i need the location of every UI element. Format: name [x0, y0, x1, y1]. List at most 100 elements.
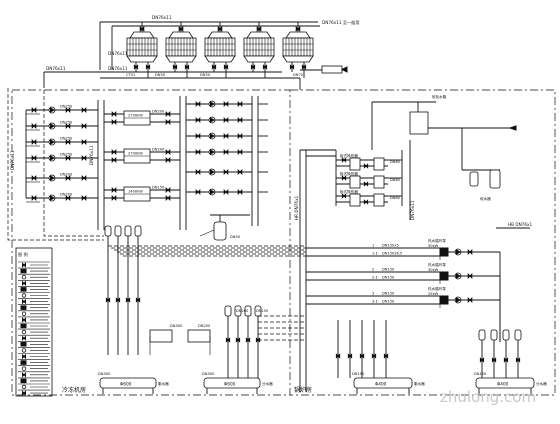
- valve-icon: [111, 186, 117, 194]
- valve-icon: [237, 116, 243, 124]
- valve-icon: [515, 357, 521, 363]
- left-pipe-tag: DN200: [60, 193, 73, 197]
- valve-icon: [115, 297, 121, 303]
- drop-meter-icon: [514, 329, 522, 341]
- boiler-return-drop-2: [490, 329, 498, 378]
- valve-icon: [223, 188, 229, 196]
- bypass-tag-4: DN150: [256, 309, 269, 313]
- valve-icon: [172, 64, 178, 70]
- valve-icon: [65, 154, 71, 162]
- header-body: [99, 377, 157, 389]
- valve-icon: [223, 116, 229, 124]
- circuit-code: 3-1: [372, 300, 378, 304]
- left-pipe-tag: DN200: [60, 173, 73, 177]
- supply-drop-4: [134, 225, 142, 355]
- valve-icon: [178, 25, 184, 33]
- valve-icon: [105, 297, 111, 303]
- valve-icon: [81, 194, 87, 202]
- valve-icon: [195, 188, 201, 196]
- tower-fan-icon: [129, 31, 155, 39]
- exchanger-pipe-tag: DN80: [390, 178, 401, 182]
- cooling-tower-1: [126, 31, 158, 78]
- legend-row: [18, 383, 50, 390]
- header-type-label: 集水器: [158, 381, 169, 386]
- exchanger-pipe-tag: DN80: [390, 196, 401, 200]
- valve-icon: [81, 122, 87, 130]
- legend-row: [18, 292, 50, 298]
- valve-icon: [237, 148, 243, 156]
- pump-group-spec: 50kW: [428, 244, 439, 248]
- exchanger-label: 板式换热器: [340, 153, 358, 158]
- left-pipe-tag: DN250: [60, 105, 73, 109]
- left-pump-branch-2: DN250: [26, 121, 98, 131]
- tower-basin: [243, 55, 275, 63]
- valve-icon: [235, 337, 241, 343]
- header-size-label: Φ600: [224, 382, 236, 387]
- valve-icon: [165, 118, 171, 126]
- chiller-pipe-tag: DN200: [152, 148, 165, 152]
- legend-symbol-icon: [20, 378, 27, 384]
- tower-basin: [282, 55, 314, 63]
- legend-row: [18, 340, 50, 347]
- valve-icon: [295, 25, 301, 33]
- pump-arrow-icon: [50, 155, 56, 161]
- boiler-right-tag: HB DN76x1: [508, 222, 533, 227]
- circuit-pipe-tag: DN150: [382, 300, 395, 304]
- cooling-tower-5: [282, 31, 314, 78]
- header-body: [475, 377, 535, 389]
- header-type-label: 分水器: [262, 381, 273, 386]
- circuit-code: 1: [372, 244, 374, 248]
- valve-icon: [22, 317, 26, 323]
- chiller-header-label: DN76x11: [89, 145, 94, 165]
- boiler-drop-3: [359, 320, 365, 378]
- legend-row: [18, 359, 50, 365]
- exchanger-label: 板式换热器: [340, 171, 358, 176]
- pump-arrow-icon: [50, 107, 56, 113]
- tower-fan-icon: [207, 31, 233, 39]
- watermark: zhulong.com: [440, 388, 536, 406]
- boiler-left-tag: HR DN76x1: [294, 195, 299, 220]
- valve-icon: [31, 122, 37, 130]
- valve-icon: [223, 64, 229, 70]
- exchanger-plate: [373, 175, 385, 189]
- valve-icon: [165, 186, 171, 194]
- pump-arrow-icon: [50, 195, 56, 201]
- legend-row: [18, 377, 50, 384]
- valve-icon: [31, 174, 37, 182]
- circuit-code: 2: [372, 268, 374, 272]
- left-pipe-label: DN76x11: [46, 66, 66, 71]
- valve-icon: [165, 148, 171, 156]
- legend-title: 图 例: [18, 251, 28, 258]
- valve-icon: [225, 337, 231, 343]
- pump-arrow-icon: [50, 139, 56, 145]
- valve-icon: [139, 25, 145, 33]
- header-size-label: Φ400: [497, 382, 509, 387]
- valve-icon: [22, 390, 26, 396]
- legend-symbol-icon: [20, 305, 27, 310]
- header-size-label: Φ600: [120, 382, 132, 387]
- legend-symbol-icon: [21, 384, 27, 390]
- valve-icon: [503, 357, 509, 363]
- pump-arrow-icon: [210, 133, 216, 139]
- circuit-pipe-tag: DN150x5: [382, 244, 399, 248]
- legend-row: [18, 267, 50, 274]
- legend-symbol-icon: [21, 348, 27, 353]
- circuit-3-1: 3-1 DN150: [306, 300, 440, 305]
- bypass-tag-1: DN300: [170, 324, 183, 328]
- legend-row: [18, 353, 50, 360]
- return-drop-2: [234, 305, 242, 378]
- supply-drop-1: [104, 225, 112, 355]
- valve-icon: [223, 168, 229, 176]
- valve-icon: [237, 188, 243, 196]
- pump-group-icon: [439, 247, 449, 257]
- valve-icon: [341, 157, 347, 163]
- heat-exchanger-2: 板式换热器 DN80: [336, 171, 402, 189]
